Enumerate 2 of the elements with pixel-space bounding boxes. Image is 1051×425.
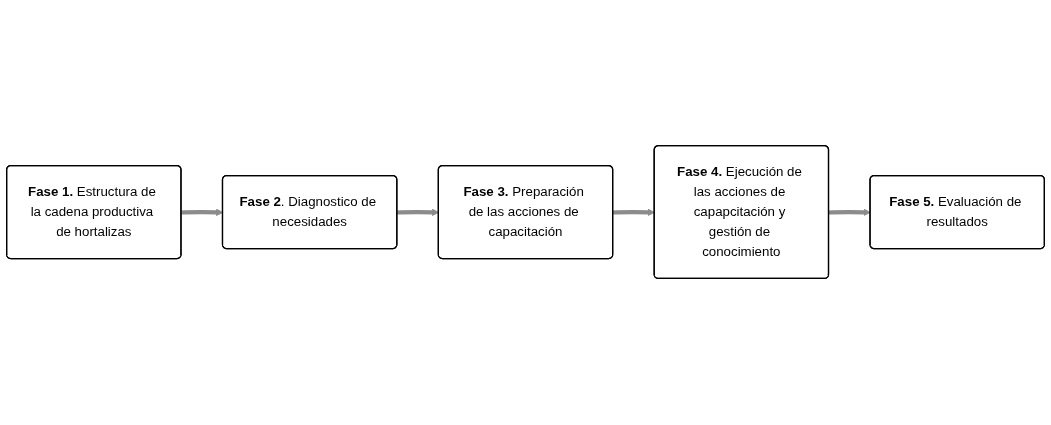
arrow (828, 209, 871, 217)
arrow (613, 209, 655, 217)
